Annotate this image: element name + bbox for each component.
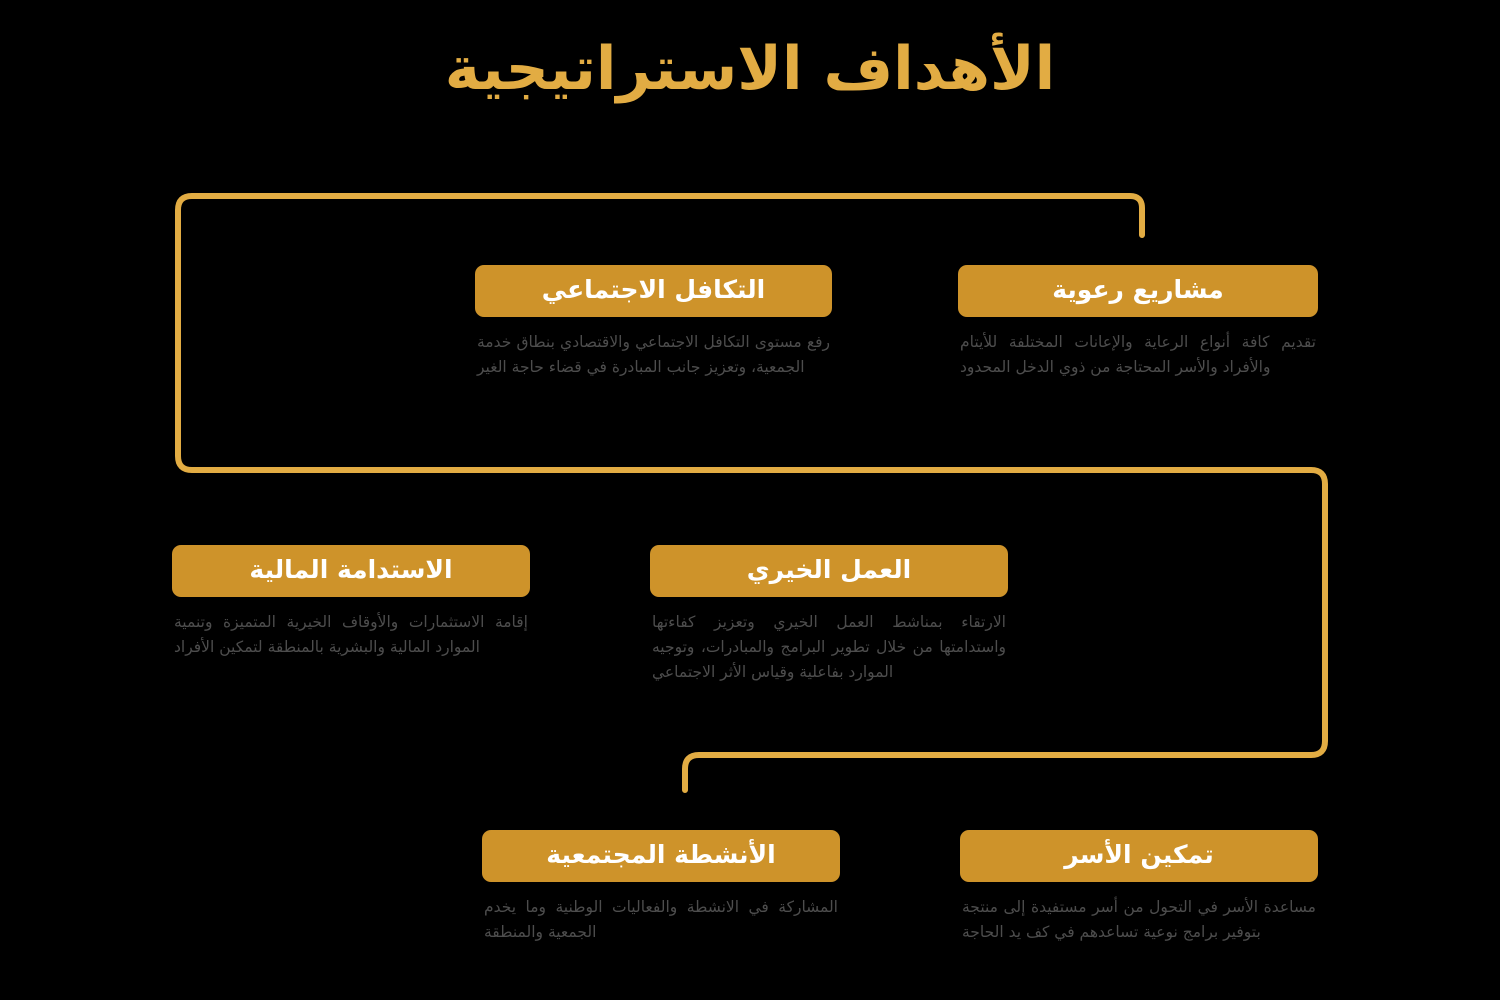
goal-card-financial-sustainability[interactable]: الاستدامة المالية إقامة الاستثمارات والأ… [172,545,530,660]
goal-title-financial-sustainability: الاستدامة المالية [172,545,530,597]
goal-title-family-empowerment: تمكين الأسر [960,830,1318,882]
goal-card-community-activities[interactable]: الأنشطة المجتمعية المشاركة في الانشطة وا… [482,830,840,945]
goal-title-charitable-work: العمل الخيري [650,545,1008,597]
goal-description-social-solidarity: رفع مستوى التكافل الاجتماعي والاقتصادي ب… [477,333,830,377]
goal-card-pastoral-projects[interactable]: مشاريع رعوية تقديم كافة أنواع الرعاية وا… [958,265,1318,380]
goal-title-social-solidarity: التكافل الاجتماعي [475,265,832,317]
goal-card-family-empowerment[interactable]: تمكين الأسر مساعدة الأسر في التحول من أس… [960,830,1318,945]
goal-title-community-activities: الأنشطة المجتمعية [482,830,840,882]
goal-card-social-solidarity[interactable]: التكافل الاجتماعي رفع مستوى التكافل الاج… [475,265,832,380]
goal-description-family-empowerment: مساعدة الأسر في التحول من أسر مستفيدة إل… [962,898,1316,942]
goal-description-financial-sustainability: إقامة الاستثمارات والأوقاف الخيرية المتم… [174,613,528,657]
page-title: الأهداف الاستراتيجية [444,34,1056,104]
goal-card-charitable-work[interactable]: العمل الخيري الارتقاء بمناشط العمل الخير… [650,545,1008,685]
goal-description-charitable-work: الارتقاء بمناشط العمل الخيري وتعزيز كفاء… [652,613,1006,682]
goal-description-pastoral-projects: تقديم كافة أنواع الرعاية والإعانات المخت… [960,333,1316,377]
goal-description-community-activities: المشاركة في الانشطة والفعاليات الوطنية و… [484,898,838,942]
goal-title-pastoral-projects: مشاريع رعوية [958,265,1318,317]
